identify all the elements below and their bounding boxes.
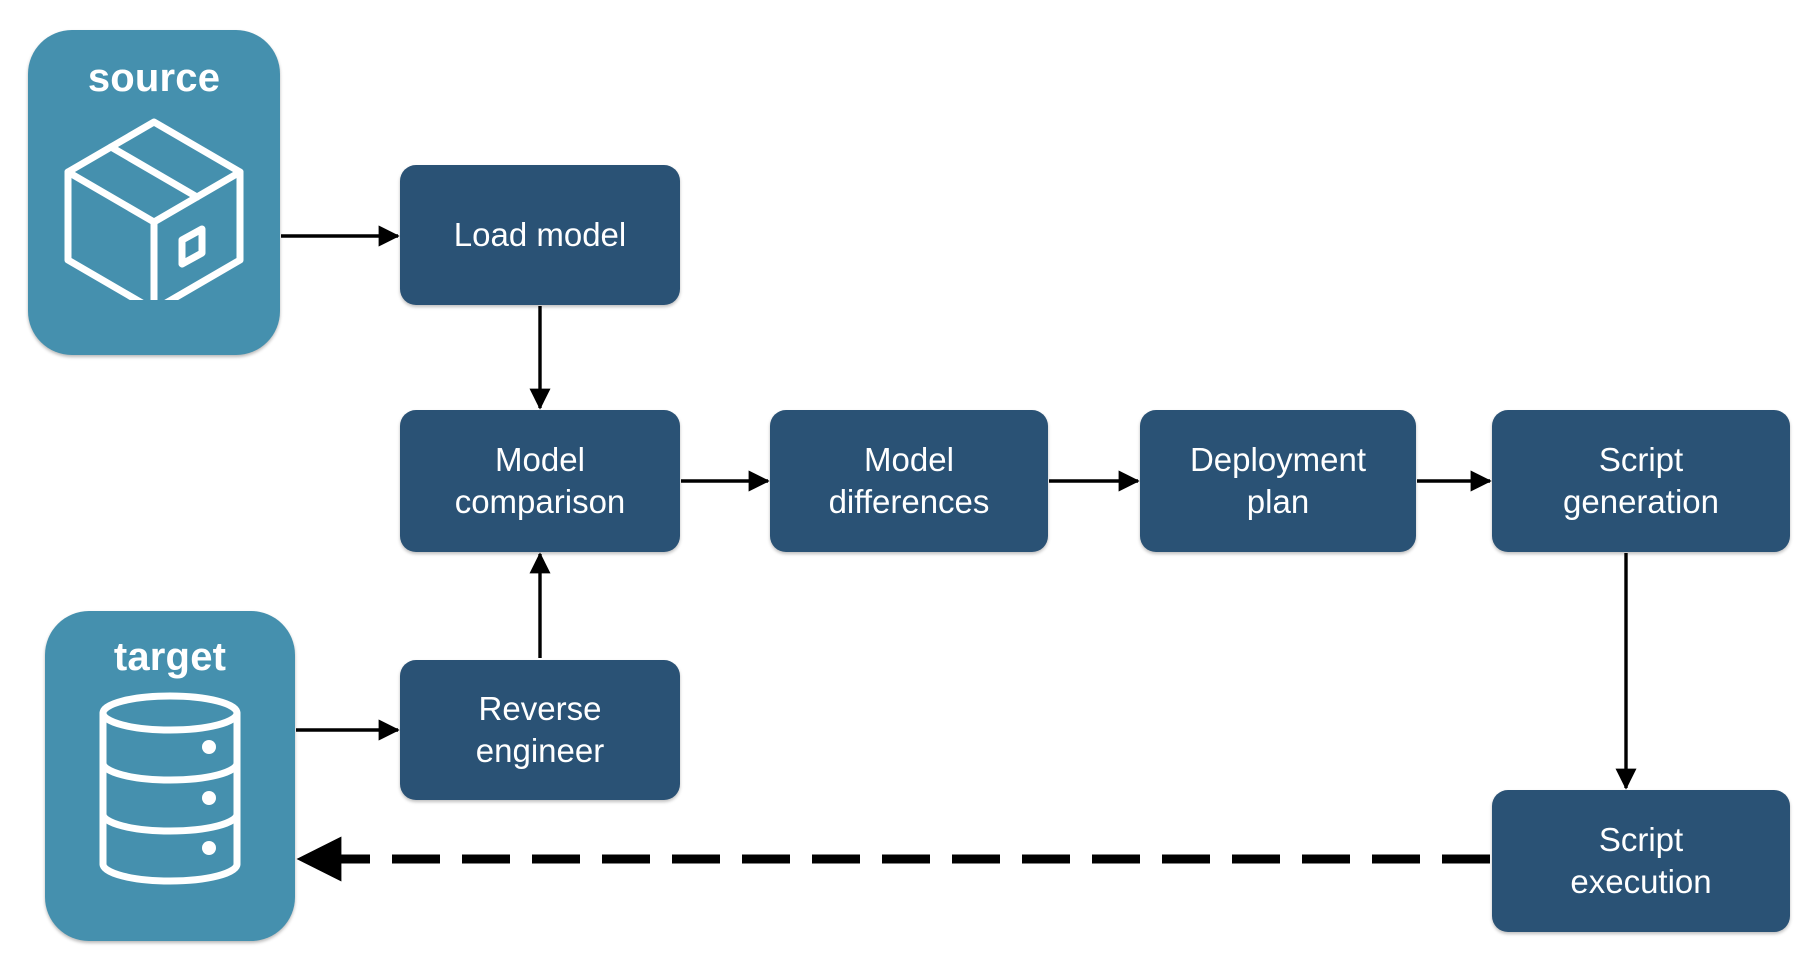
process-box-load-model[interactable]: Load model [400,165,680,305]
package-box-icon [64,118,244,300]
process-label-load-model: Load model [453,215,627,253]
process-box-model-differences[interactable]: Model differences [770,410,1048,552]
process-box-script-execution[interactable]: Script execution [1492,790,1790,932]
process-box-deployment-plan[interactable]: Deployment plan [1140,410,1416,552]
process-label-reverse-engineer: Reverse engineer [475,689,605,769]
process-label-model-comparison: Model comparison [454,440,626,520]
database-cylinder-icon [99,692,241,885]
process-box-reverse-engineer[interactable]: Reverse engineer [400,660,680,800]
process-box-script-generation[interactable]: Script generation [1492,410,1790,552]
endpoint-card-source[interactable]: source [28,30,280,355]
process-box-model-comparison[interactable]: Model comparison [400,410,680,552]
endpoint-label-source: source [87,56,221,100]
process-label-script-execution: Script execution [1570,820,1712,900]
endpoint-card-target[interactable]: target [45,611,295,941]
process-label-deployment-plan: Deployment plan [1189,440,1367,520]
process-label-script-generation: Script generation [1563,440,1719,520]
endpoint-label-target: target [113,635,227,679]
process-label-model-differences: Model differences [828,440,990,520]
